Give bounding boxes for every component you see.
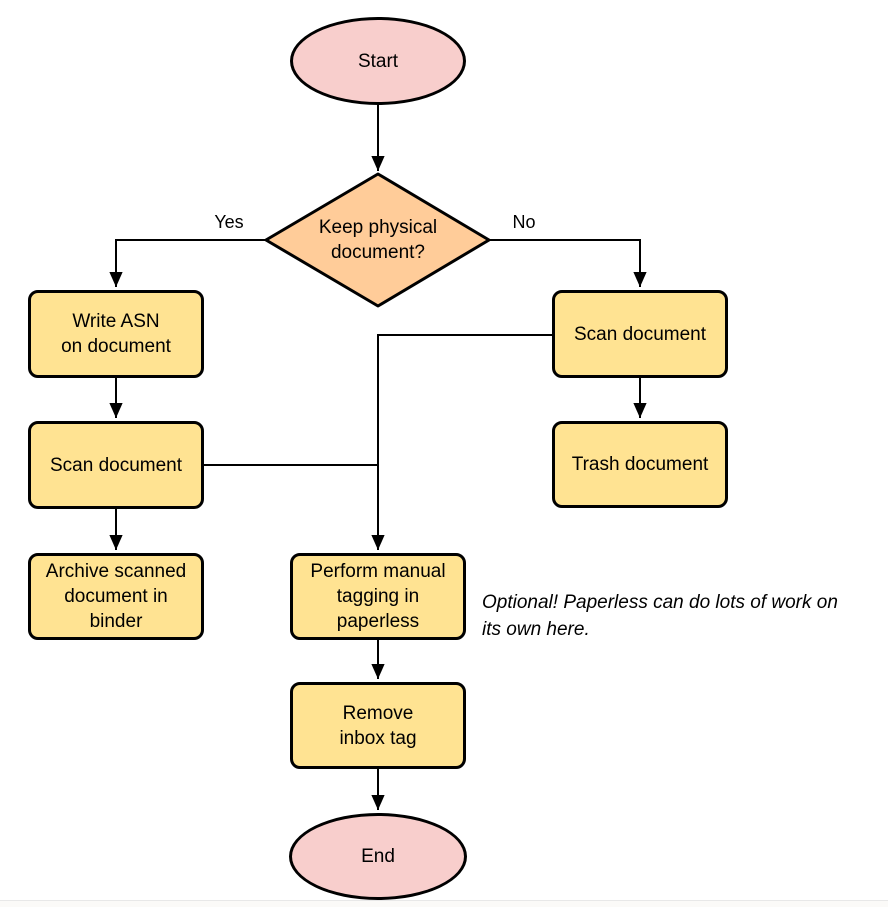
page-bottom-edge — [0, 900, 888, 907]
node-end-label: End — [361, 846, 395, 867]
edge-label-no: No — [492, 209, 556, 235]
node-start-label: Start — [357, 50, 399, 72]
node-decision-label: Keep physical document? — [318, 217, 438, 263]
node-tagging: Perform manual tagging in paperless — [290, 553, 466, 640]
node-decision: Keep physical document? — [266, 173, 490, 307]
node-scan-right-label: Scan document — [573, 323, 707, 345]
node-write-asn-label: Write ASN on document — [61, 311, 171, 357]
node-scan-left: Scan document — [28, 421, 204, 509]
node-write-asn: Write ASN on document — [28, 290, 204, 378]
node-archive: Archive scanned document in binder — [28, 553, 204, 640]
node-tagging-label: Perform manual tagging in paperless — [310, 561, 446, 632]
edge-label-yes: Yes — [197, 209, 261, 235]
node-scan-right: Scan document — [552, 290, 728, 378]
node-remove-inbox: Remove inbox tag — [290, 682, 466, 769]
node-scan-left-label: Scan document — [49, 454, 183, 476]
connector-decision-write-asn-yes — [109, 239, 265, 287]
node-trash-label: Trash document — [571, 454, 709, 475]
node-end: End — [289, 813, 467, 900]
node-start: Start — [290, 17, 466, 105]
node-trash: Trash document — [552, 421, 728, 508]
annotation-optional-note: Optional! Paperless can do lots of work … — [482, 592, 838, 640]
node-remove-inbox-label: Remove inbox tag — [339, 702, 417, 749]
node-archive-label: Archive scanned document in binder — [45, 561, 187, 632]
connector-decision-scan-right-no — [490, 239, 647, 287]
decision-diamond-shape — [264, 172, 491, 308]
connector-scan-right-tagging — [371, 334, 552, 550]
